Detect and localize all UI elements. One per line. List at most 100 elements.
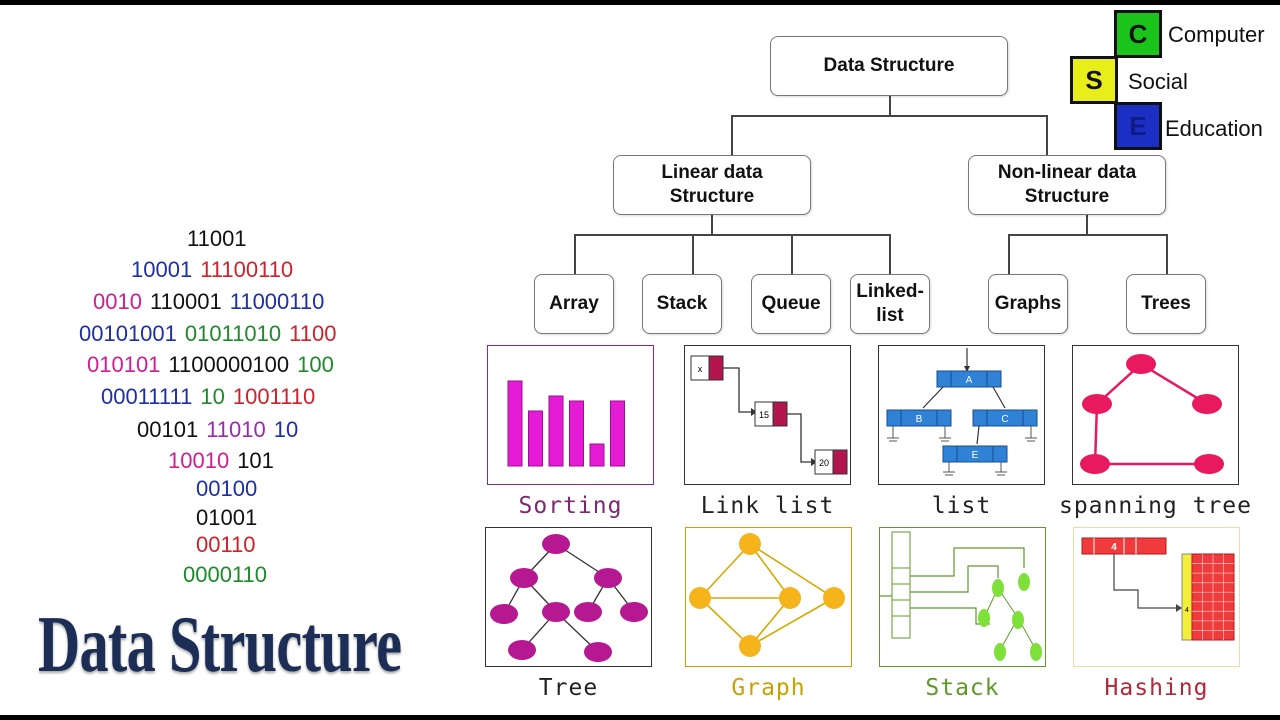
logo-letter-c: C — [1114, 10, 1162, 58]
connector — [731, 115, 1048, 117]
binary-token: 110001 — [149, 289, 222, 314]
binary-token: 11100110 — [200, 257, 294, 282]
tree-node — [542, 602, 570, 622]
binary-line: 10010 101 — [168, 448, 274, 474]
tile-hashing: 4 4 — [1073, 527, 1240, 667]
caption-graph: Graph — [731, 675, 806, 701]
tree-node — [594, 568, 622, 588]
stack-node — [1030, 643, 1042, 661]
connector — [692, 234, 694, 274]
binary-token: 10 — [273, 417, 299, 442]
stack-node — [978, 609, 990, 627]
caption-spanning-tree: spanning tree — [1058, 493, 1252, 519]
link-node-2-ptr — [772, 401, 788, 427]
list-node-c — [972, 409, 1038, 427]
list-illustration: A B C E — [886, 348, 1038, 476]
stack-tree-edges — [983, 587, 1037, 651]
node-queue: Queue — [751, 274, 831, 334]
connector — [1008, 234, 1010, 274]
tree-node — [584, 642, 612, 662]
binary-token: 0000110 — [183, 562, 268, 587]
hash-arrow — [1113, 554, 1176, 609]
graph-node — [779, 587, 801, 609]
sorting-bar — [589, 443, 605, 467]
tile-tree — [485, 527, 652, 667]
link-arrow-head-2 — [811, 458, 817, 466]
binary-token: 01001 — [196, 505, 258, 530]
binary-token: 00100 — [196, 476, 258, 501]
caption-stack: Stack — [925, 675, 1000, 701]
node-nonlinear: Non-linear data Structure — [968, 155, 1166, 215]
node-trees: Trees — [1126, 274, 1206, 334]
span-edge-left — [1093, 403, 1099, 465]
sorting-bar — [548, 395, 564, 467]
tree-node — [620, 602, 648, 622]
connector — [889, 96, 891, 116]
binary-line: 00110 — [196, 532, 256, 558]
span-node — [1194, 454, 1224, 474]
tile-spanning-tree — [1072, 345, 1239, 485]
link-arrow-2 — [787, 413, 811, 463]
binary-line: 10001 11100110 — [131, 257, 293, 283]
list-node-e-label: E — [972, 450, 979, 461]
binary-token: 10001 — [131, 257, 193, 282]
list-node-c-label: C — [1001, 414, 1008, 425]
tile-list: A B C E — [878, 345, 1045, 485]
node-linked-list: Linked- list — [850, 274, 930, 334]
binary-line: 0000110 — [183, 562, 267, 588]
binary-token: 00101 — [137, 417, 199, 442]
hash-key-label: 4 — [1111, 542, 1117, 553]
connector — [1086, 215, 1088, 235]
connector — [791, 234, 793, 274]
connector — [574, 234, 576, 274]
node-stack: Stack — [642, 274, 722, 334]
link-arrow-head-1 — [751, 408, 757, 416]
graph-node — [739, 635, 761, 657]
graph-illustration — [689, 533, 845, 657]
spanning-tree-illustration — [1080, 354, 1224, 474]
graph-node — [739, 533, 761, 555]
hash-index-column — [1181, 553, 1193, 641]
stack-frames — [891, 531, 911, 639]
link-arrow-1 — [723, 367, 751, 413]
binary-token: 00110 — [196, 532, 256, 557]
tree-node — [574, 602, 602, 622]
tree-node — [490, 604, 518, 624]
binary-token: 11010 — [206, 417, 266, 442]
binary-line: 00101 11010 10 — [137, 417, 298, 443]
span-node — [1192, 394, 1222, 414]
hash-index-label: 4 — [1185, 607, 1189, 614]
connector — [1166, 234, 1168, 274]
hash-table-grid — [1192, 554, 1234, 640]
hash-arrow-head — [1176, 604, 1182, 612]
list-ground-symbols — [887, 426, 1037, 476]
graph-edges — [699, 543, 835, 647]
link-node-3-label: 20 — [819, 458, 829, 468]
connector — [1008, 234, 1168, 236]
tile-graph — [685, 527, 852, 667]
logo-word-education: Education — [1165, 116, 1263, 141]
tree-illustration — [490, 534, 648, 662]
graph-node — [823, 587, 845, 609]
stack-node — [1012, 611, 1024, 629]
bottom-border — [0, 715, 1280, 720]
caption-tree: Tree — [538, 675, 599, 701]
binary-token: 01011010 — [184, 321, 282, 346]
hashing-illustration: 4 4 — [1081, 537, 1235, 641]
binary-token: 101 — [237, 448, 274, 473]
link-node-3-ptr — [832, 449, 848, 475]
tree-node — [542, 534, 570, 554]
caption-sorting: Sorting — [518, 493, 623, 519]
connector — [574, 234, 891, 236]
stack-illustration — [880, 531, 1042, 661]
stack-node — [994, 643, 1006, 661]
binary-token: 1001110 — [232, 384, 316, 409]
node-data-structure: Data Structure — [770, 36, 1008, 96]
binary-token: 10010 — [168, 448, 230, 473]
list-node-b — [886, 409, 952, 427]
sorting-bar — [528, 410, 543, 467]
binary-line: 01001 — [196, 505, 257, 531]
